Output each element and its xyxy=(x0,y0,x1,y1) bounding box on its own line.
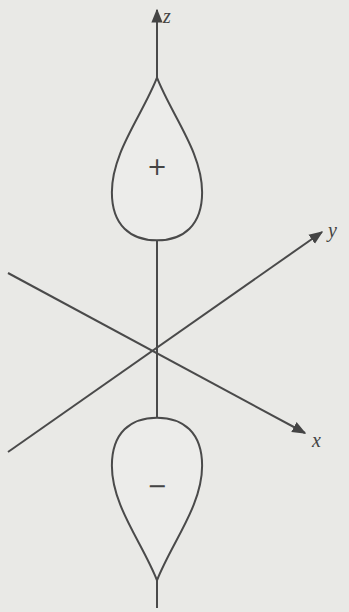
axis-label: y xyxy=(328,220,337,240)
x-axis xyxy=(8,273,305,433)
axis-label: x xyxy=(312,430,321,450)
sign-label: + xyxy=(110,155,204,179)
negative-lobe: − xyxy=(110,416,204,582)
z-axis xyxy=(156,580,158,608)
z-axis xyxy=(156,240,158,420)
sign-label: − xyxy=(110,474,204,498)
positive-lobe: + xyxy=(110,76,204,242)
z-axis xyxy=(156,10,158,78)
lobe-outline xyxy=(110,416,204,582)
axis-label: z xyxy=(163,6,171,26)
